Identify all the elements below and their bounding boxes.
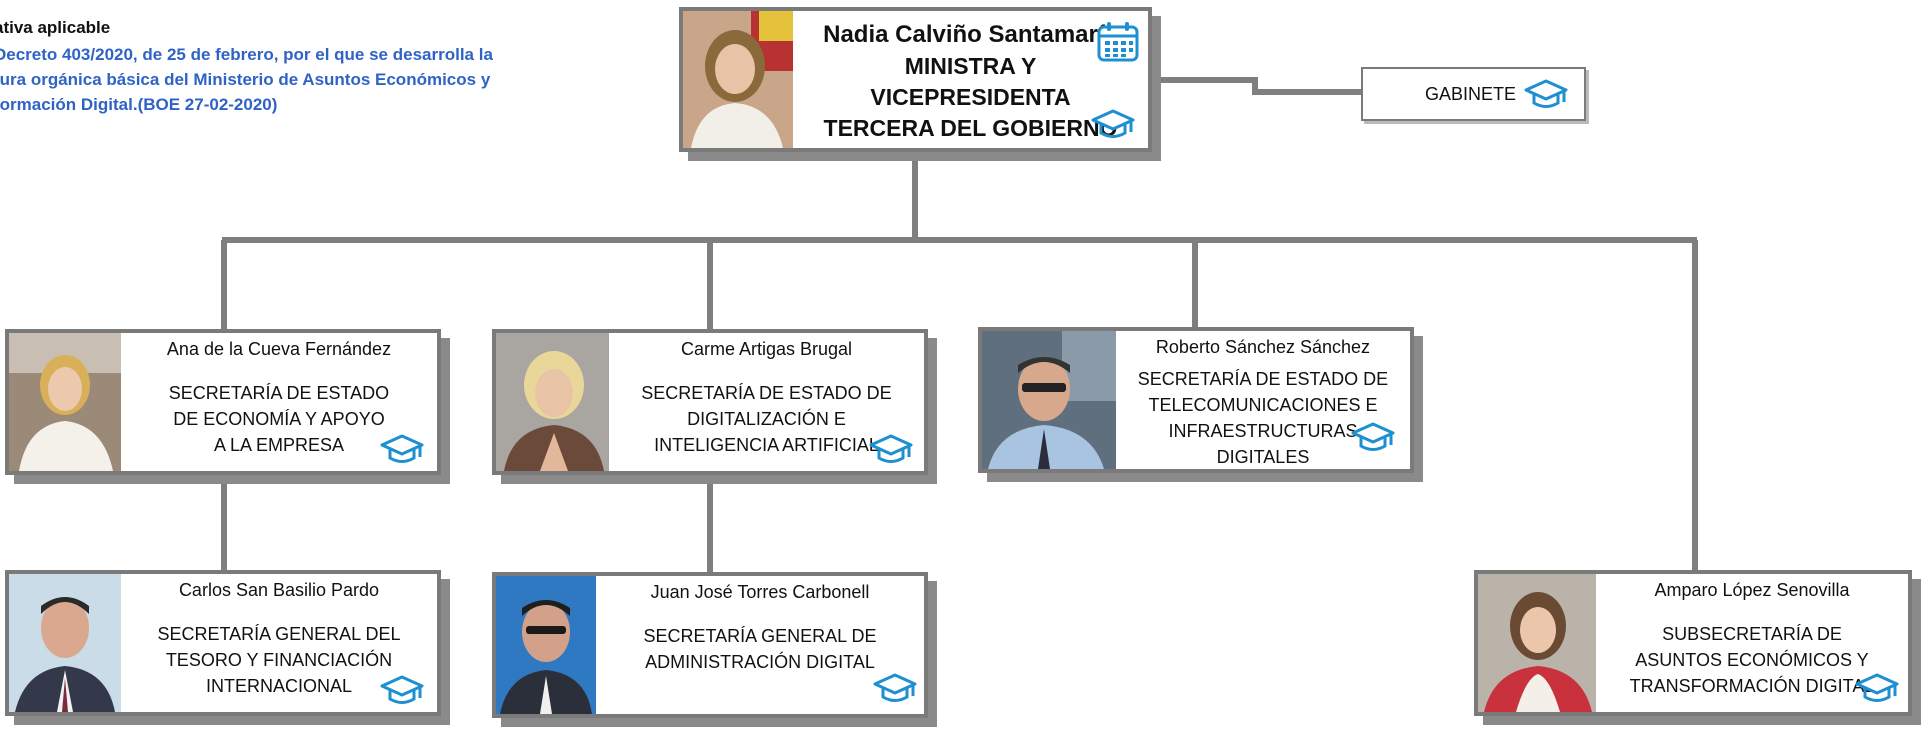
graduation-cap-icon[interactable] — [379, 674, 425, 706]
unit-card-admin-digital[interactable]: Juan José Torres Carbonell SECRETARÍA GE… — [492, 572, 928, 718]
unit-title: SECRETARÍA GENERAL DE ADMINISTRACIÓN DIG… — [643, 626, 877, 672]
graduation-cap-icon[interactable] — [379, 433, 425, 465]
minister-card[interactable]: Nadia Calviño Santamaría MINISTRA Y VICE… — [679, 7, 1152, 152]
unit-text: Carme Artigas Brugal SECRETARÍA DE ESTAD… — [609, 333, 924, 471]
graduation-cap-icon[interactable] — [872, 672, 918, 704]
person-name: Roberto Sánchez Sánchez — [1155, 337, 1371, 357]
person-name: Ana de la Cueva Fernández — [166, 339, 392, 359]
minister-name: Nadia Calviño Santamaría — [823, 21, 1118, 48]
unit-title: SECRETARÍA DE ESTADO DE ECONOMÍA Y APOYO… — [168, 383, 390, 455]
person-name: Amparo López Senovilla — [1654, 580, 1850, 600]
gabinete-label: GABINETE — [1425, 84, 1517, 104]
minister-title: MINISTRA Y VICEPRESIDENTA TERCERA DEL GO… — [823, 53, 1118, 141]
unit-text: Amparo López Senovilla SUBSECRETARÍA DE … — [1596, 574, 1908, 712]
person-photo — [496, 333, 609, 471]
graduation-cap-icon[interactable] — [1854, 672, 1900, 704]
graduation-cap-icon[interactable] — [1090, 108, 1136, 140]
unit-card-telecom[interactable]: Roberto Sánchez Sánchez SECRETARÍA DE ES… — [978, 327, 1414, 473]
unit-text: Juan José Torres Carbonell SECRETARÍA GE… — [596, 576, 924, 714]
unit-card-tesoro[interactable]: Carlos San Basilio Pardo SECRETARÍA GENE… — [5, 570, 441, 716]
unit-text: Carlos San Basilio Pardo SECRETARÍA GENE… — [121, 574, 437, 712]
unit-text: Roberto Sánchez Sánchez SECRETARÍA DE ES… — [1116, 331, 1410, 469]
graduation-cap-icon[interactable] — [1523, 78, 1569, 110]
graduation-cap-icon[interactable] — [868, 433, 914, 465]
person-name: Carme Artigas Brugal — [680, 339, 853, 359]
person-photo — [1478, 574, 1596, 712]
unit-text: Ana de la Cueva Fernández SECRETARÍA DE … — [121, 333, 437, 471]
person-name: Juan José Torres Carbonell — [650, 582, 870, 602]
legal-title: ativa aplicable — [0, 18, 111, 37]
gabinete-box[interactable]: GABINETE — [1361, 67, 1586, 121]
legal-text[interactable]: Decreto 403/2020, de 25 de febrero, por … — [0, 45, 493, 114]
person-photo — [9, 333, 121, 471]
unit-title: SECRETARÍA GENERAL DEL TESORO Y FINANCIA… — [157, 624, 401, 696]
unit-card-digitalizacion[interactable]: Carme Artigas Brugal SECRETARÍA DE ESTAD… — [492, 329, 928, 475]
unit-card-subsecretaria[interactable]: Amparo López Senovilla SUBSECRETARÍA DE … — [1474, 570, 1912, 716]
graduation-cap-icon[interactable] — [1350, 421, 1396, 453]
person-name: Carlos San Basilio Pardo — [178, 580, 380, 600]
person-photo — [496, 576, 596, 714]
unit-title: SECRETARÍA DE ESTADO DE TELECOMUNICACION… — [1137, 369, 1389, 467]
unit-card-economia[interactable]: Ana de la Cueva Fernández SECRETARÍA DE … — [5, 329, 441, 475]
minister-text: Nadia Calviño Santamaría MINISTRA Y VICE… — [793, 11, 1148, 148]
unit-title: SUBSECRETARÍA DE ASUNTOS ECONÓMICOS Y TR… — [1629, 624, 1875, 696]
minister-photo — [683, 11, 793, 148]
person-photo — [982, 331, 1116, 469]
person-photo — [9, 574, 121, 712]
unit-title: SECRETARÍA DE ESTADO DE DIGITALIZACIÓN E… — [641, 383, 892, 455]
gabinete-connector — [1152, 77, 1361, 95]
legal-note: ativa aplicable Decreto 403/2020, de 25 … — [0, 18, 554, 117]
calendar-icon[interactable] — [1096, 21, 1140, 63]
